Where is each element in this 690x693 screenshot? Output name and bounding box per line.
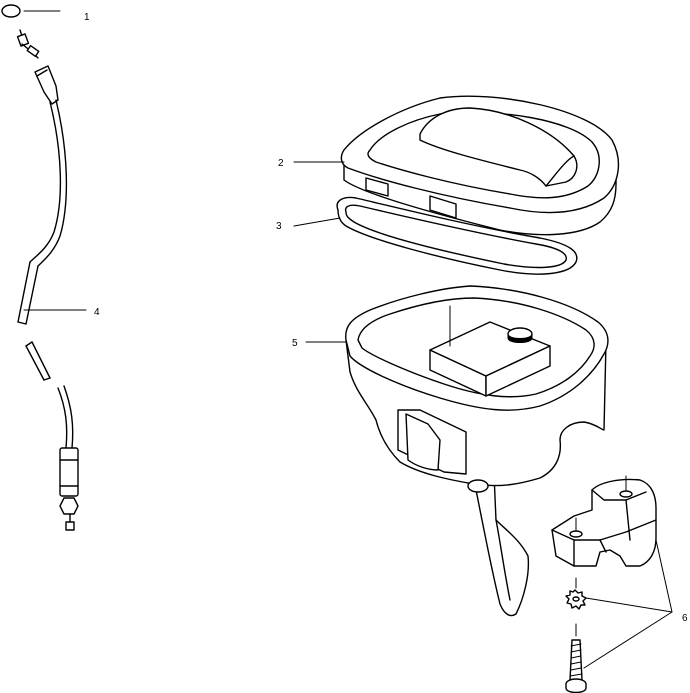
callout-labels: 1 2 3 4 5 6 bbox=[84, 12, 688, 624]
callout-1: 1 bbox=[84, 12, 90, 23]
callout-5: 5 bbox=[292, 338, 298, 349]
callout-6: 6 bbox=[682, 613, 688, 624]
callout-4: 4 bbox=[94, 307, 100, 318]
throttle-housing bbox=[345, 285, 609, 617]
throttle-cover bbox=[340, 95, 620, 236]
throttle-cable bbox=[1, 4, 79, 531]
o-ring bbox=[1, 4, 21, 18]
leader-lines bbox=[23, 10, 673, 669]
clamp-assembly bbox=[551, 475, 657, 693]
gasket bbox=[336, 196, 578, 275]
callout-2: 2 bbox=[278, 158, 284, 169]
callout-3: 3 bbox=[276, 221, 282, 232]
